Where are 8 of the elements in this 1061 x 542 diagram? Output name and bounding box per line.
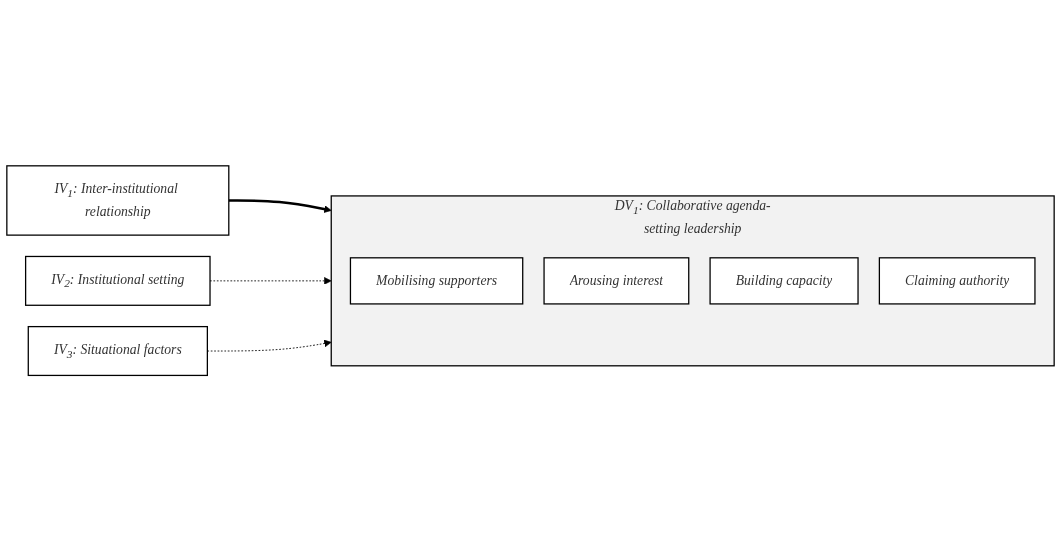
node-box: Building capacity [709, 257, 859, 305]
node-box: Mobilising supporters [349, 257, 524, 305]
node-box: IV$_{2}$: Institutional setting [25, 256, 211, 307]
arrow [228, 199, 332, 214]
node-box: Claiming authority [878, 257, 1036, 305]
node-box: Arousing interest [543, 257, 690, 305]
node-box: IV$_{3}$: Situational factors [27, 326, 208, 377]
node-box: IV$_{1}$: Inter-institutional relationship [6, 165, 230, 237]
